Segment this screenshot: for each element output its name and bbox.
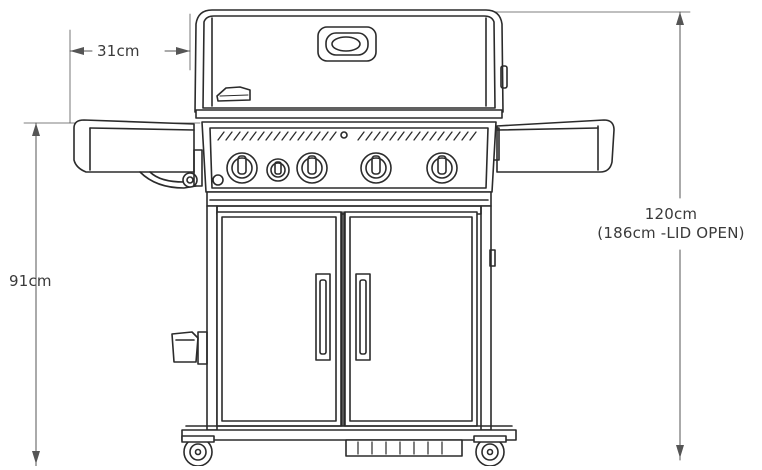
cart-base: [181, 425, 517, 457]
grill-lid: [194, 9, 508, 119]
total-height-value: 120cm: [644, 205, 698, 223]
shelf-depth-label: 31cm: [94, 42, 143, 60]
tank-hook: [171, 331, 208, 365]
total-height-label: 120cm (186cm -LID OPEN): [581, 205, 761, 243]
left-side-shelf: [73, 119, 203, 189]
left-caster-wheel: [181, 435, 215, 467]
control-panel: [201, 121, 497, 193]
right-side-shelf: [490, 119, 615, 173]
brand-badge-icon: [216, 86, 251, 102]
dimension-lines: [23, 11, 691, 467]
control-knobs: [226, 152, 458, 184]
cabinet-doors: [216, 211, 496, 427]
counter-height-label: 91cm: [9, 272, 52, 290]
right-caster-wheel: [473, 435, 507, 467]
cart-body: [206, 191, 492, 431]
total-height-lid-open: (186cm -LID OPEN): [597, 224, 745, 242]
